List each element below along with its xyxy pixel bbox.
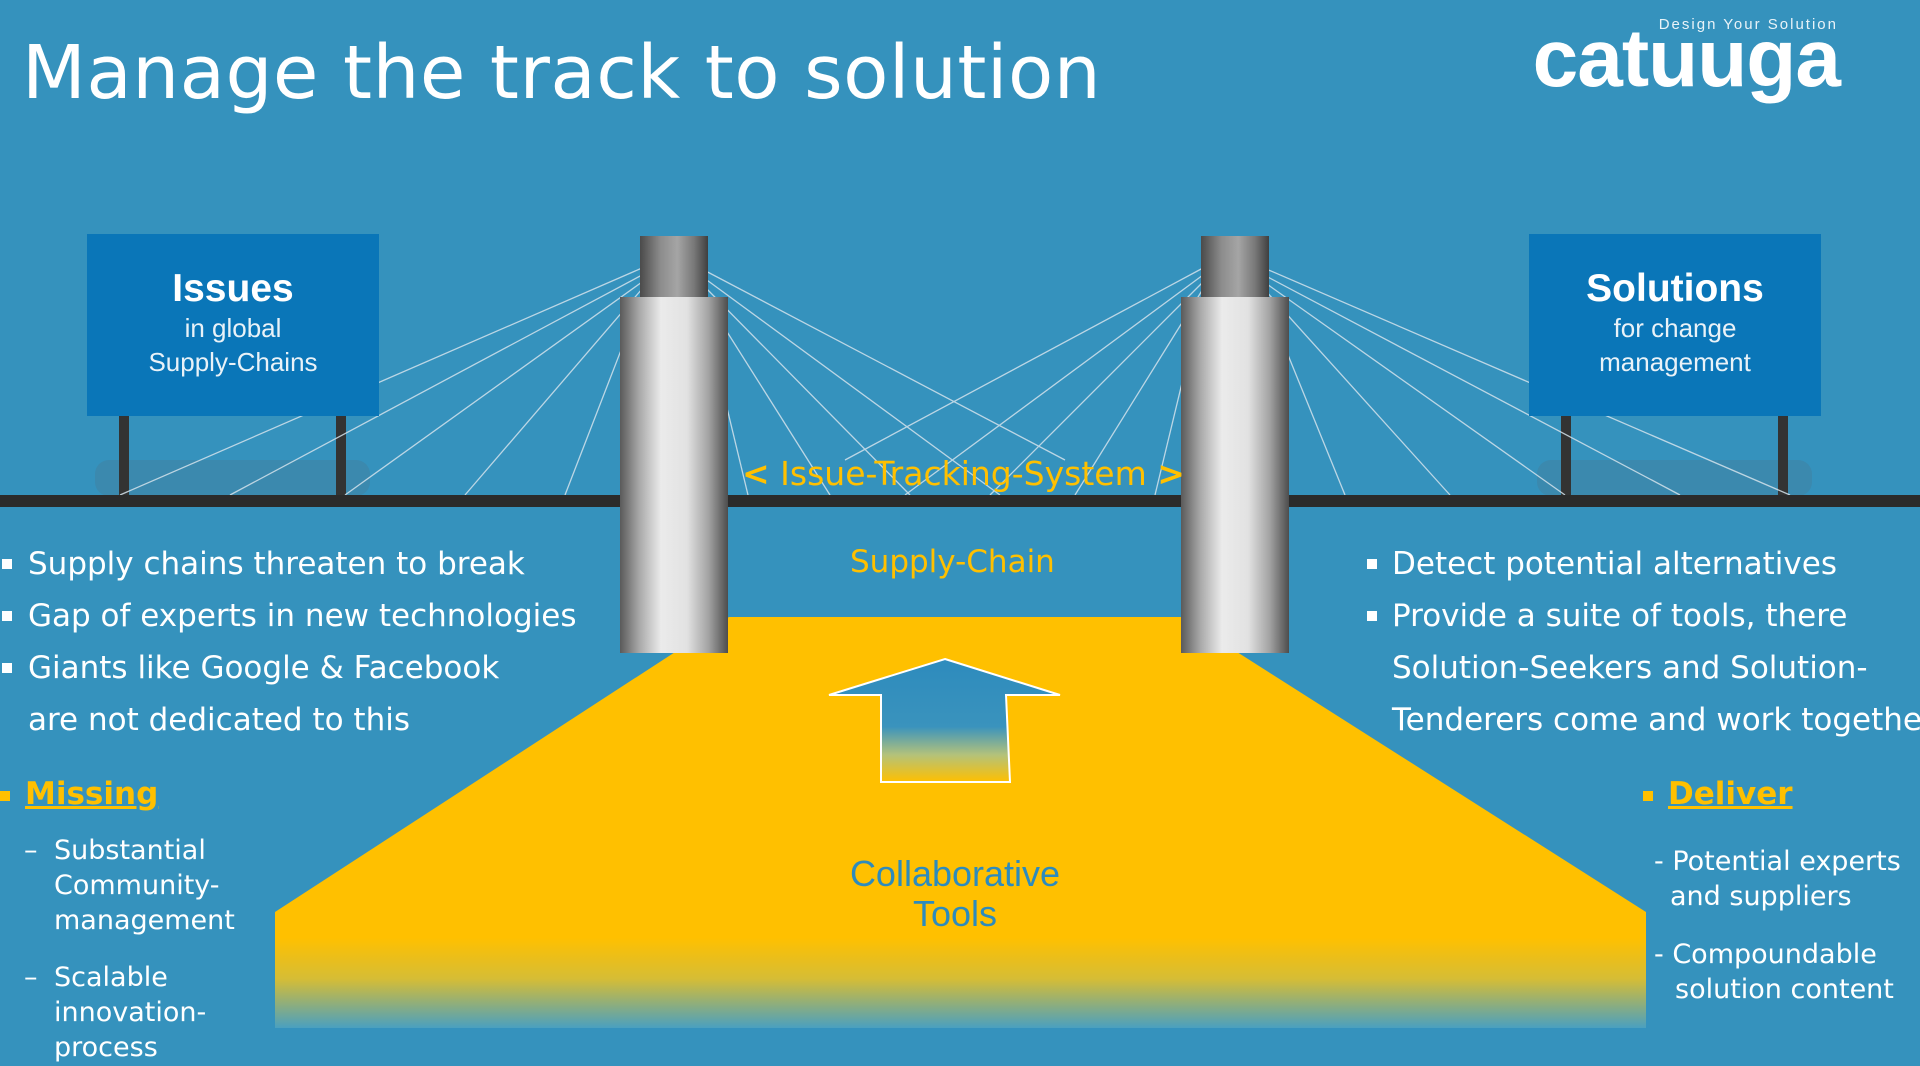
list-item: Detect potential alternatives [1367,538,1920,590]
issues-sign-line2: Supply-Chains [148,346,318,377]
right-bullet-list: Detect potential alternatives Provide a … [1367,538,1920,746]
list-item: Solution-Seekers and Solution- [1392,650,1868,686]
list-item: Tenderers come and work together [1392,702,1920,738]
bullet-square-icon [2,559,12,569]
missing-item-2-marker: – [24,962,38,993]
bullet-square-icon [2,611,12,621]
missing-item-2: Scalable innovation- process [54,960,206,1065]
missing-item-1-line1: Substantial [54,835,206,866]
bullet-square-icon [1367,611,1377,621]
list-item: are not dedicated to this [28,702,410,738]
list-item: Giants like Google & Facebook [2,642,576,694]
collaborative-tools-label: Collaborative Tools [795,854,1115,934]
issue-tracking-system-text: Issue-Tracking-System [780,454,1147,493]
missing-item-1-marker: – [24,835,38,866]
deliver-item-2-line2: solution content [1675,974,1894,1005]
solutions-sign-heading: Solutions [1586,267,1764,310]
left-pylon-cap [640,236,708,299]
issues-sign-post-right [336,415,346,497]
deliver-heading: Deliver [1668,776,1793,812]
logo-tagline: Design Your Solution [1658,16,1838,33]
missing-bullet-icon [0,791,10,801]
collaborative-tools-line1: Collaborative [849,853,1061,894]
list-item: Provide a suite of tools, there [1367,590,1920,642]
road [275,617,1646,1028]
deliver-item-2-line1: - Compoundable [1654,939,1877,970]
deliver-bullet-icon [1643,791,1653,801]
missing-item-2-line3: process [54,1032,158,1063]
issue-tracking-system-label: < Issue-Tracking-System > [742,454,1185,493]
left-bullet-list: Supply chains threaten to break Gap of e… [2,538,576,746]
deliver-item-1: - Potential experts and suppliers [1654,844,1901,914]
page-title: Manage the track to solution [22,30,1102,116]
solutions-sign-base [1537,460,1812,496]
deliver-item-1-line2: and suppliers [1670,881,1852,912]
issues-sign: Issues in global Supply-Chains [87,234,379,416]
up-arrow-icon [828,657,1061,783]
left-pylon [620,297,728,653]
issues-sign-heading: Issues [172,267,294,310]
bracket-open: < [742,454,770,493]
list-item: Supply chains threaten to break [2,538,576,590]
solutions-sign-post-left [1561,415,1571,497]
issues-sign-line1: in global [184,312,282,343]
deliver-item-2: - Compoundable solution content [1654,937,1894,1007]
missing-item-2-line1: Scalable [54,962,168,993]
missing-item-2-line2: innovation- [54,997,207,1028]
missing-heading: Missing [25,776,159,812]
deliver-item-1-line1: - Potential experts [1654,846,1901,877]
solutions-sign-line1: for change [1613,312,1737,343]
solutions-sign-post-right [1778,415,1788,497]
solutions-sign: Solutions for change management [1529,234,1821,416]
bullet-square-icon [2,663,12,673]
catuuga-logo: Design Your Solution catuuga [1510,13,1841,106]
list-item: Gap of experts in new technologies [2,590,576,642]
bullet-square-icon [1367,559,1377,569]
right-pylon [1181,297,1289,653]
collaborative-tools-line2: Tools [912,893,998,934]
missing-item-1: Substantial Community- management [54,833,235,938]
issues-sign-base [95,460,370,496]
missing-item-1-line3: management [54,905,235,936]
supply-chain-label: Supply-Chain [850,544,1055,580]
issues-sign-post-left [119,415,129,497]
bracket-close: > [1157,454,1185,493]
solutions-sign-line2: management [1599,346,1751,377]
bridge-deck [0,495,1920,507]
bridge-cables [119,267,1791,496]
logo-wordmark: catuuga [1532,13,1841,104]
missing-item-1-line2: Community- [54,870,220,901]
right-pylon-cap [1201,236,1269,299]
